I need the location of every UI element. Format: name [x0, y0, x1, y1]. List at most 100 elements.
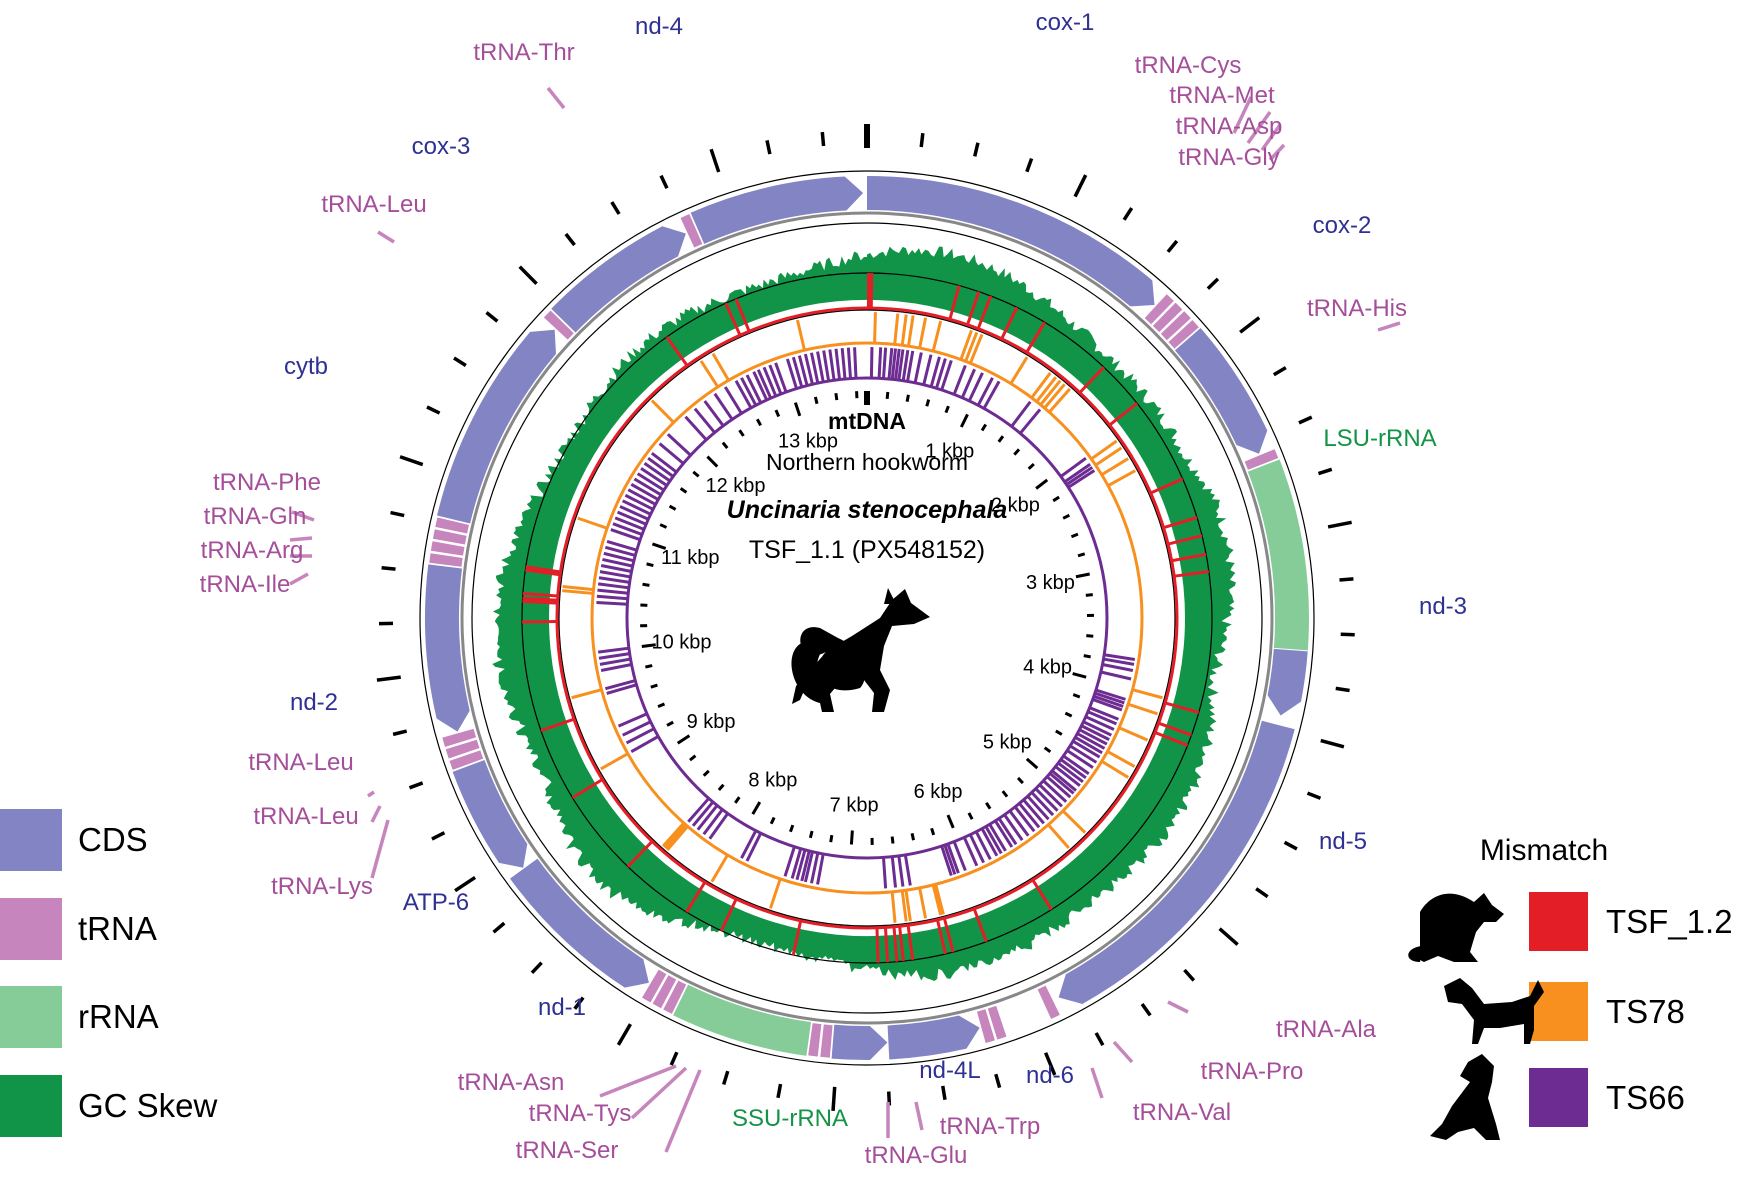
scale-minor-tick: [999, 436, 1003, 442]
legend-label-gcskew: GC Skew: [78, 1087, 218, 1124]
mismatch-mark: [572, 690, 602, 698]
outer-major-tick: [1321, 741, 1344, 747]
mismatch-mark: [976, 832, 990, 860]
scale-minor-tick: [723, 443, 727, 448]
scale-label: 3 kbp: [1026, 572, 1075, 594]
scale-minor-tick: [1056, 731, 1062, 735]
mismatch-mark: [596, 602, 627, 604]
feature-label: tRNA-Ile: [200, 571, 291, 598]
mismatch-mark: [563, 586, 594, 589]
mismatch-mark: [1101, 672, 1131, 679]
mismatch-mark: [978, 378, 992, 405]
mismatch-mark: [1010, 811, 1028, 836]
mismatch-mark: [842, 348, 845, 379]
feature-label: tRNA-Lys: [271, 873, 373, 900]
legend-label-cds: CDS: [78, 821, 148, 858]
legend-swatch-trna: [0, 898, 62, 960]
feature-label: tRNA-Val: [1133, 1099, 1231, 1126]
legend-label-rrna: rRNA: [78, 998, 159, 1035]
mismatch-mark: [713, 354, 729, 381]
leader-line: [1168, 1002, 1188, 1012]
leader-line: [600, 1066, 676, 1096]
feature-label: cytb: [284, 353, 328, 380]
mismatch-mark: [836, 349, 840, 380]
scale-minor-tick: [1084, 656, 1091, 657]
scale-minor-tick: [1078, 554, 1085, 556]
mismatch-mark: [1107, 751, 1134, 766]
outer-major-tick: [1075, 175, 1086, 197]
feature-label: nd-2: [290, 689, 338, 716]
scale-minor-tick: [927, 400, 929, 407]
scale-minor-tick: [776, 410, 779, 416]
scale-minor-tick: [1053, 497, 1059, 501]
mismatch-mark: [797, 320, 804, 350]
mismatch-mark: [1086, 717, 1114, 730]
scale-minor-tick: [740, 430, 744, 436]
feature-label: tRNA-Leu: [321, 191, 426, 218]
mismatch-mark: [701, 361, 718, 387]
mismatch-mark: [600, 572, 631, 577]
feature-label: ATP-6: [403, 889, 469, 916]
scale-minor-tick: [651, 685, 658, 687]
scale-label: 7 kbp: [830, 795, 879, 817]
scale-major-tick: [851, 831, 852, 845]
leader-line: [1114, 1042, 1132, 1062]
outer-major-tick: [1220, 929, 1238, 945]
outer-minor-tick: [943, 1086, 945, 1100]
outer-minor-tick: [996, 1074, 1000, 1087]
mismatch-mark: [578, 518, 607, 528]
mismatch-mark: [1108, 471, 1135, 486]
center-common-name: Northern hookworm: [766, 449, 968, 475]
feature-label: cox-1: [1036, 9, 1095, 36]
mismatch-mark: [598, 584, 629, 588]
scale-minor-tick: [815, 397, 817, 404]
mismatch-mark: [562, 591, 593, 594]
scale-minor-tick: [1045, 748, 1051, 752]
center-species: Uncinaria stenocephala: [727, 496, 1008, 524]
mismatch-mark: [1091, 441, 1116, 459]
outer-minor-tick: [566, 234, 575, 245]
mismatch-mark: [600, 659, 631, 664]
mismatch-mark: [764, 367, 776, 396]
scale-minor-tick: [810, 831, 812, 838]
feature-label: tRNA-Gly: [1178, 144, 1279, 171]
mismatch-mark: [1132, 690, 1162, 698]
leader-line: [548, 88, 564, 108]
outer-minor-tick: [1027, 159, 1032, 172]
outer-minor-tick: [822, 132, 823, 146]
leader-line: [290, 574, 308, 584]
mismatch-mark: [871, 347, 872, 378]
scale-minor-tick: [887, 392, 888, 399]
feature-rrna-ssurrna: [673, 985, 811, 1056]
scale-minor-tick: [645, 666, 652, 668]
mismatch-mark: [725, 387, 741, 413]
scale-major-tick: [795, 403, 799, 416]
outer-minor-tick: [1184, 970, 1193, 980]
mismatch-mark: [855, 347, 856, 378]
legend-label-trna: tRNA: [78, 910, 157, 947]
mismatch-mark: [1004, 815, 1022, 840]
mismatch-mark: [818, 352, 824, 382]
feature-label: SSU-rRNA: [732, 1105, 848, 1132]
mismatch-mark: [884, 857, 886, 888]
feature-label: cox-3: [412, 133, 471, 160]
outer-minor-tick: [975, 143, 978, 157]
legend-mismatch-title: Mismatch: [1480, 834, 1608, 867]
outer-major-tick: [377, 677, 401, 680]
scale-minor-tick: [836, 393, 837, 400]
mismatch-mark: [920, 888, 926, 918]
feature-cds-nd3: [1268, 649, 1308, 716]
scale-minor-tick: [982, 425, 986, 431]
mismatch-mark: [884, 348, 886, 379]
center-text: mtDNA Northern hookworm Uncinaria stenoc…: [727, 408, 1008, 564]
outer-minor-tick: [532, 963, 542, 973]
legend-swatch-tsf12: [1529, 892, 1588, 951]
mismatch-mark: [984, 381, 999, 408]
mismatch-mark: [892, 857, 895, 888]
scale-minor-tick: [1014, 449, 1019, 454]
outer-minor-tick: [410, 783, 423, 788]
mismatch-mark: [652, 400, 674, 422]
mismatch-mark: [877, 928, 878, 963]
scale-minor-tick: [1018, 778, 1023, 783]
